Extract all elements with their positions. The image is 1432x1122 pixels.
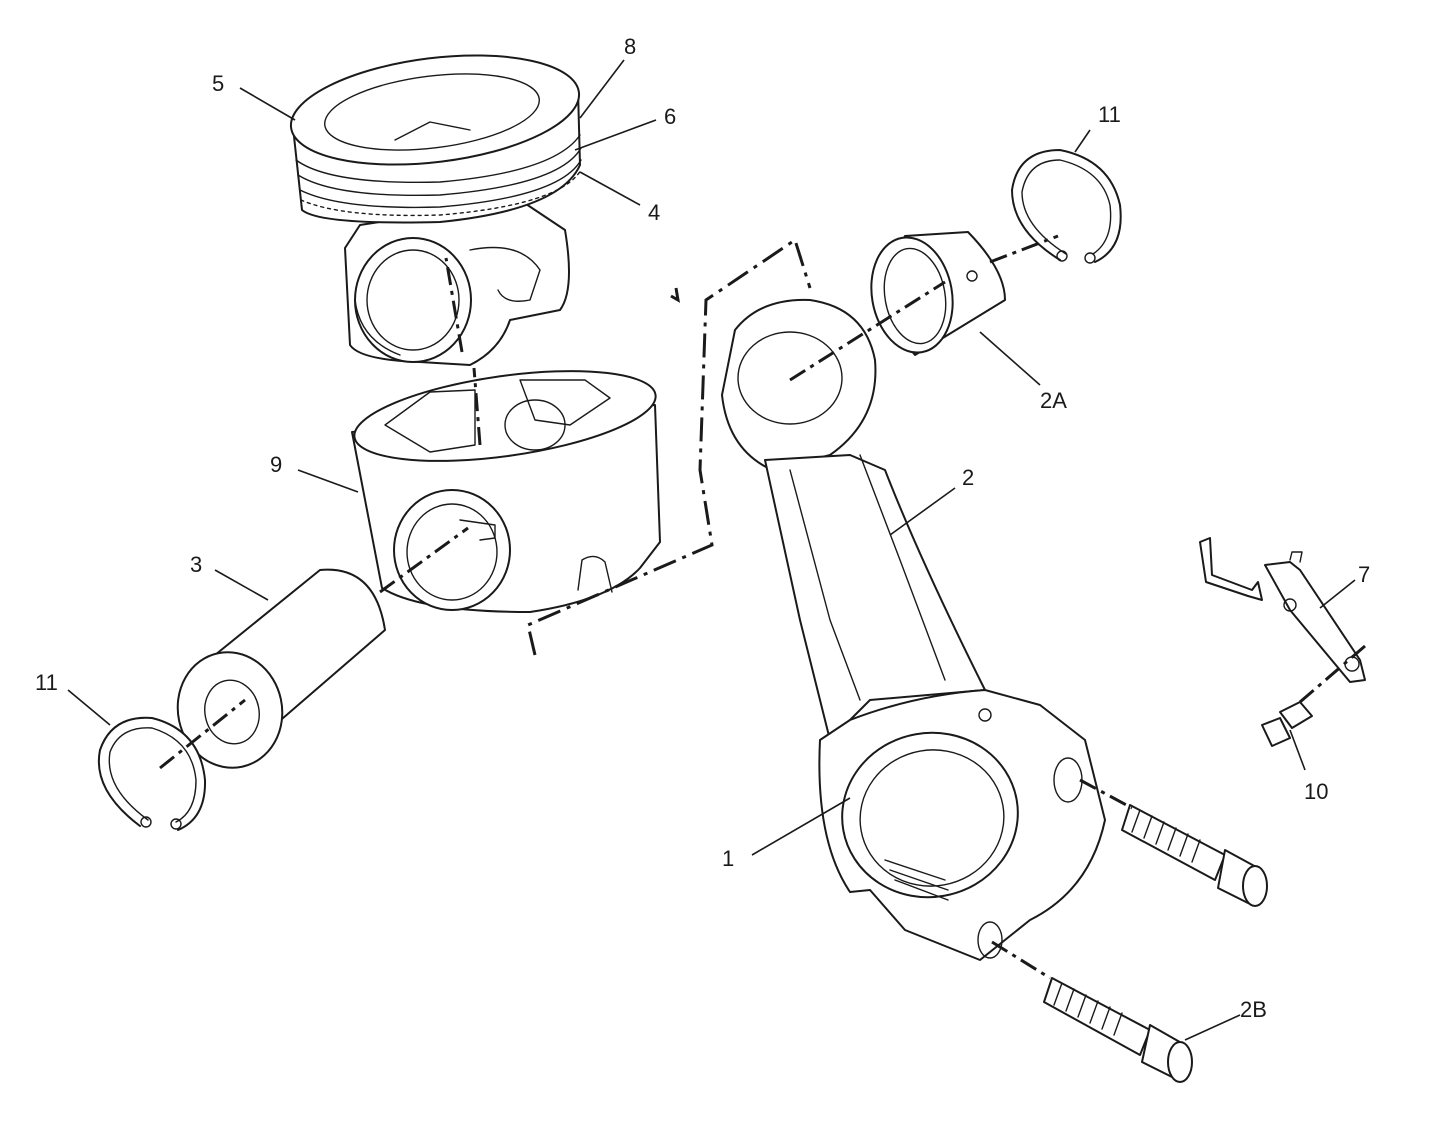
rod-bolt-upper	[1121, 804, 1268, 907]
callout-7: 7	[1358, 562, 1370, 587]
retaining-ring-left	[97, 716, 207, 831]
callout-11-left: 11	[35, 670, 58, 695]
callout-9: 9	[270, 452, 282, 477]
assembly-axes	[159, 234, 1366, 980]
callout-2a: 2A	[1040, 388, 1067, 413]
rod-bolt-lower	[1043, 977, 1193, 1083]
leader-lines	[67, 59, 1356, 1041]
callout-3: 3	[190, 552, 202, 577]
connecting-rod	[721, 298, 1106, 961]
callout-5: 5	[212, 71, 224, 96]
piston-crown	[289, 54, 582, 366]
callout-1: 1	[722, 846, 734, 871]
callout-2b: 2B	[1240, 997, 1267, 1022]
callout-10: 10	[1304, 779, 1328, 804]
piston-skirt	[351, 370, 661, 613]
retaining-ring-top	[1011, 149, 1122, 264]
callout-6: 6	[664, 104, 676, 129]
piston-cooling-jet	[1199, 537, 1366, 683]
callout-2: 2	[962, 465, 974, 490]
callout-4: 4	[648, 200, 660, 225]
callout-11-top: 11	[1098, 102, 1121, 127]
piston-pin	[176, 568, 386, 769]
pin-bushing	[870, 231, 1006, 356]
callout-8: 8	[624, 34, 636, 59]
jet-bolt	[1261, 701, 1313, 747]
callouts: 5 8 6 4 11 2A 2 9 3 11 1 7 10 2B	[35, 34, 1370, 1022]
